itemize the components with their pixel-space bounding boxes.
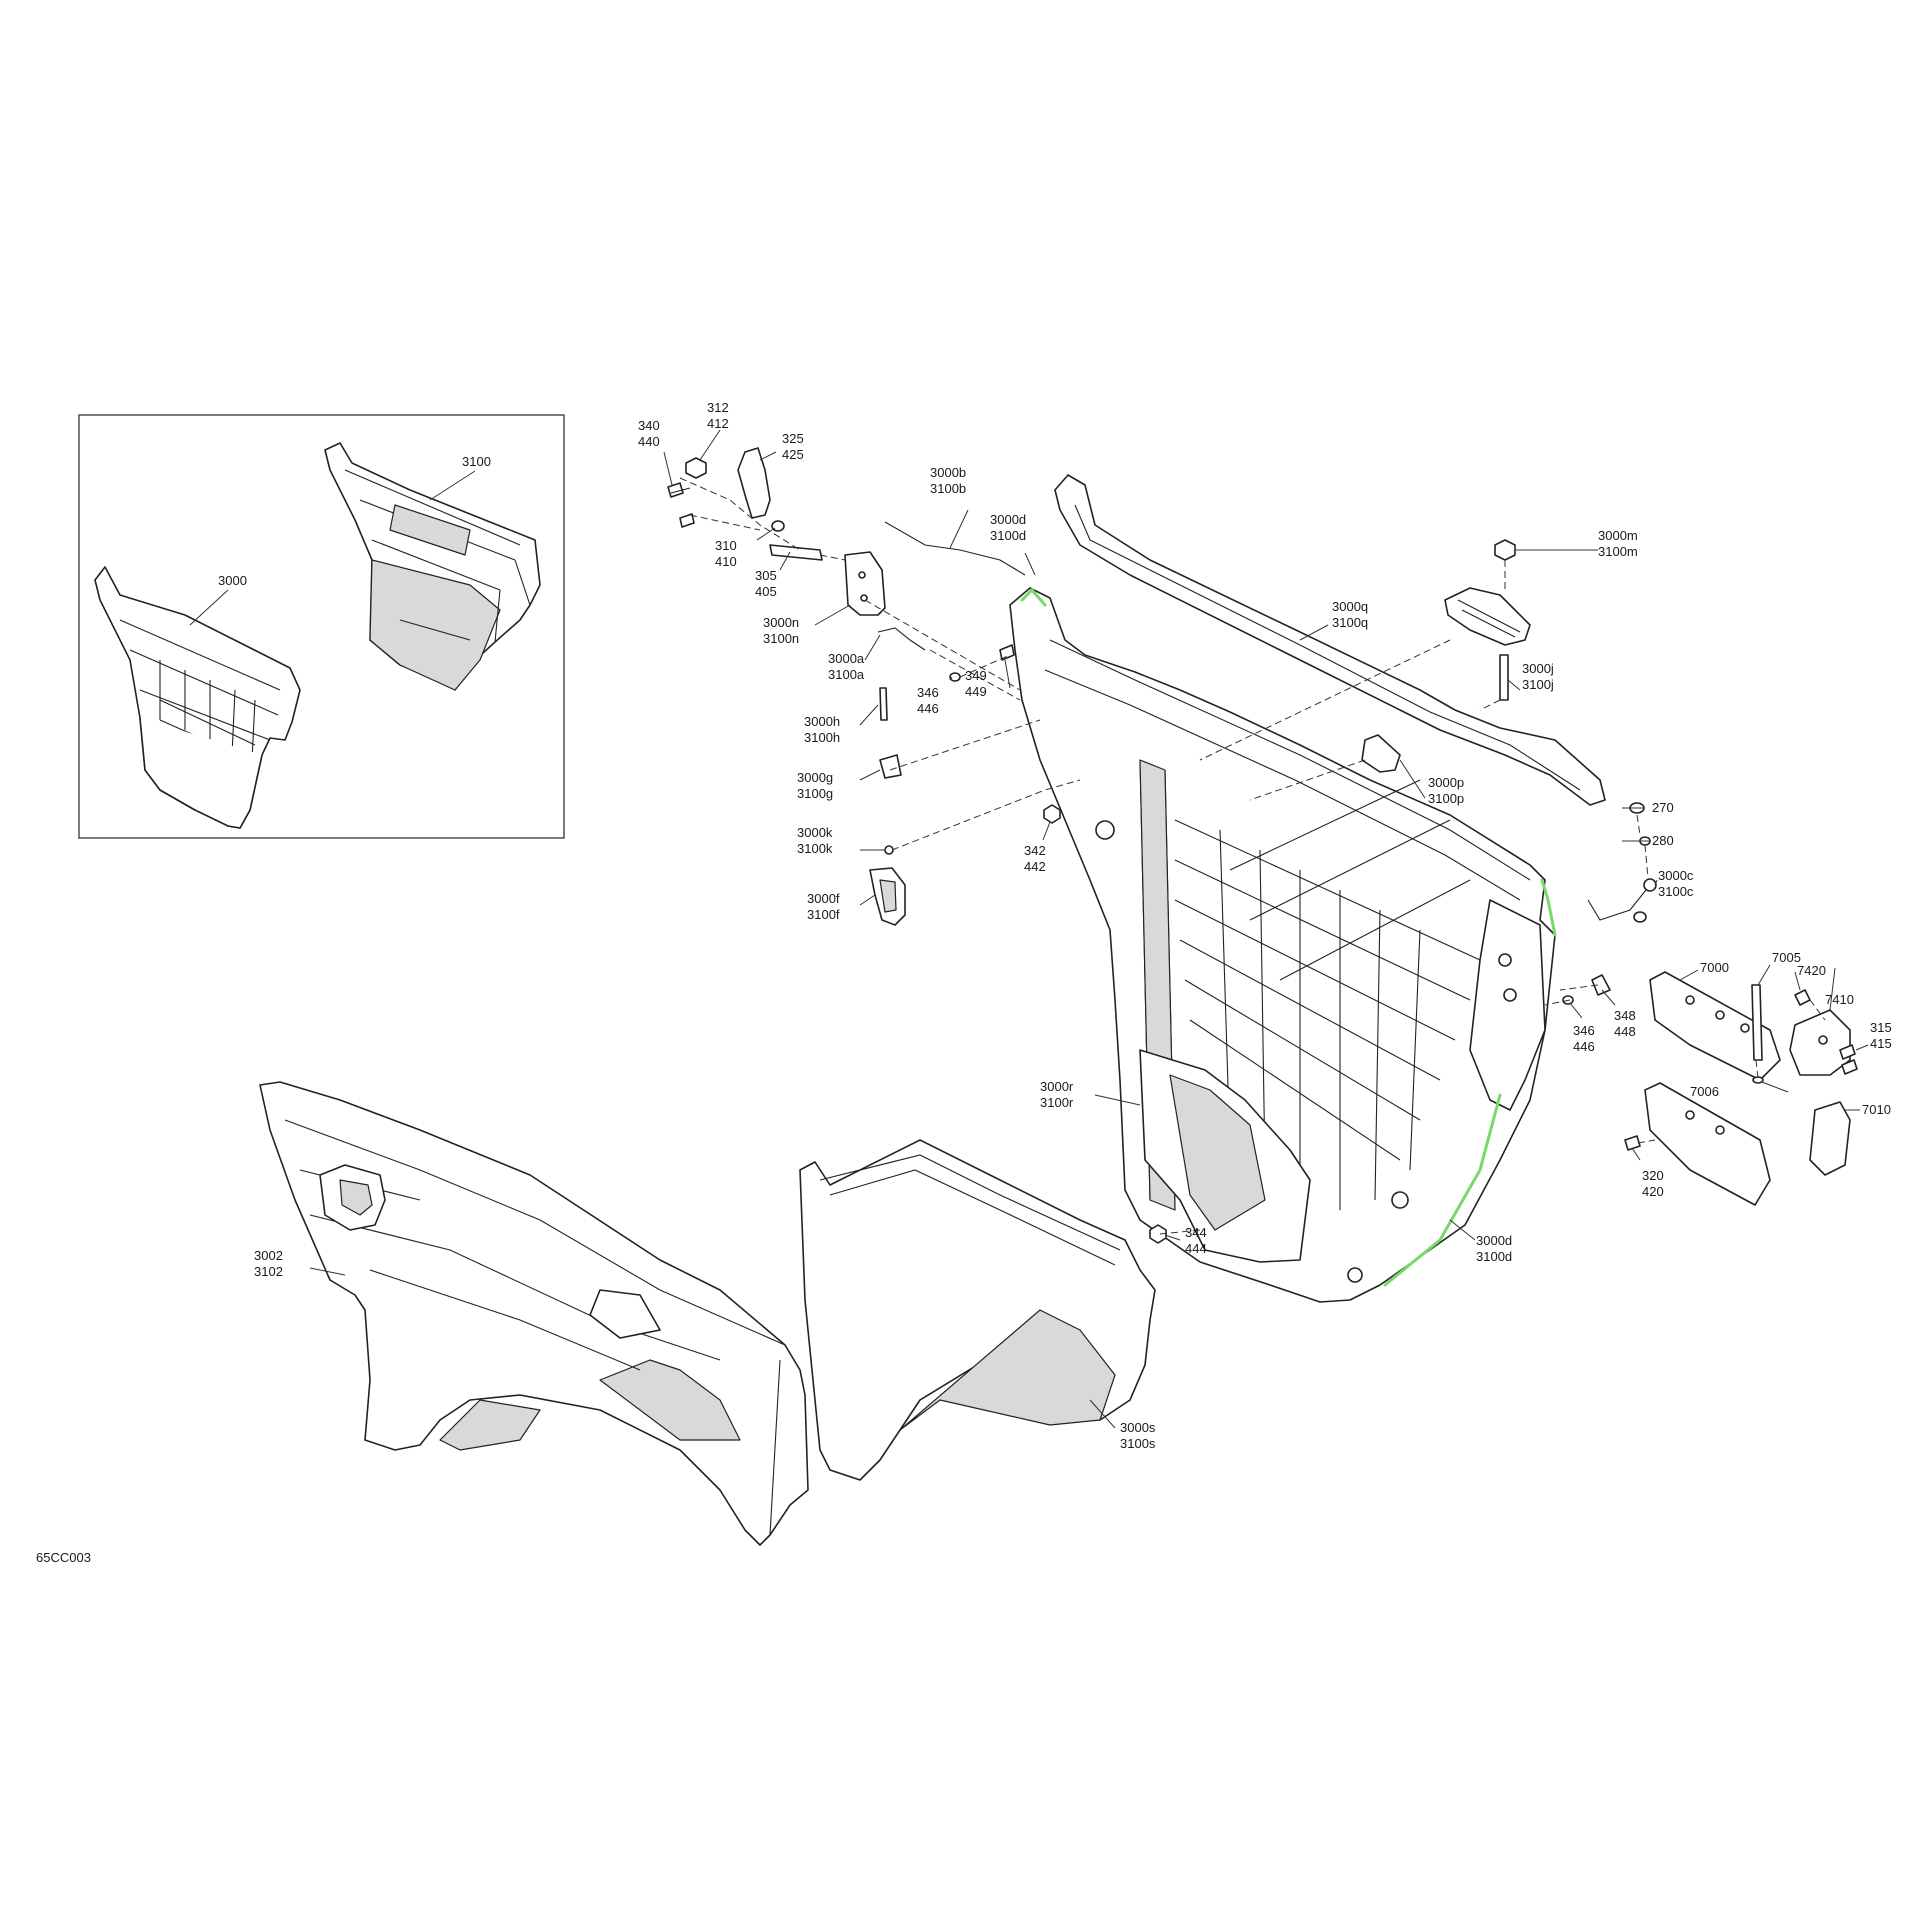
callout-270: 270 (1652, 800, 1674, 815)
outer-panel-3002 (259, 1081, 809, 1546)
leader-lines (309, 429, 1869, 1429)
door-frame-3000 (1009, 587, 1557, 1303)
callout-7410: 7410 (1825, 992, 1854, 1007)
inset-door-3000 (94, 566, 301, 829)
callout-7000: 7000 (1700, 960, 1729, 975)
hardware-top-left (667, 447, 1061, 926)
figure-code: 65CC003 (36, 1550, 91, 1565)
assembly-lines (679, 477, 1826, 1235)
callout-7010: 7010 (1862, 1102, 1891, 1117)
pocket-liner-3000s (799, 1139, 1156, 1481)
inset-panel: 3100 3000 (78, 414, 565, 839)
hinge-assembly (1149, 971, 1858, 1244)
callout-280: 280 (1652, 833, 1674, 848)
callout-7006: 7006 (1690, 1084, 1719, 1099)
inset-door-3100 (324, 442, 541, 691)
callout-7005: 7005 (1772, 950, 1801, 965)
callout-7420: 7420 (1797, 963, 1826, 978)
inset-label-3100: 3100 (462, 454, 491, 469)
top-rail-3000q (1054, 474, 1606, 806)
inset-label-3000: 3000 (218, 573, 247, 588)
